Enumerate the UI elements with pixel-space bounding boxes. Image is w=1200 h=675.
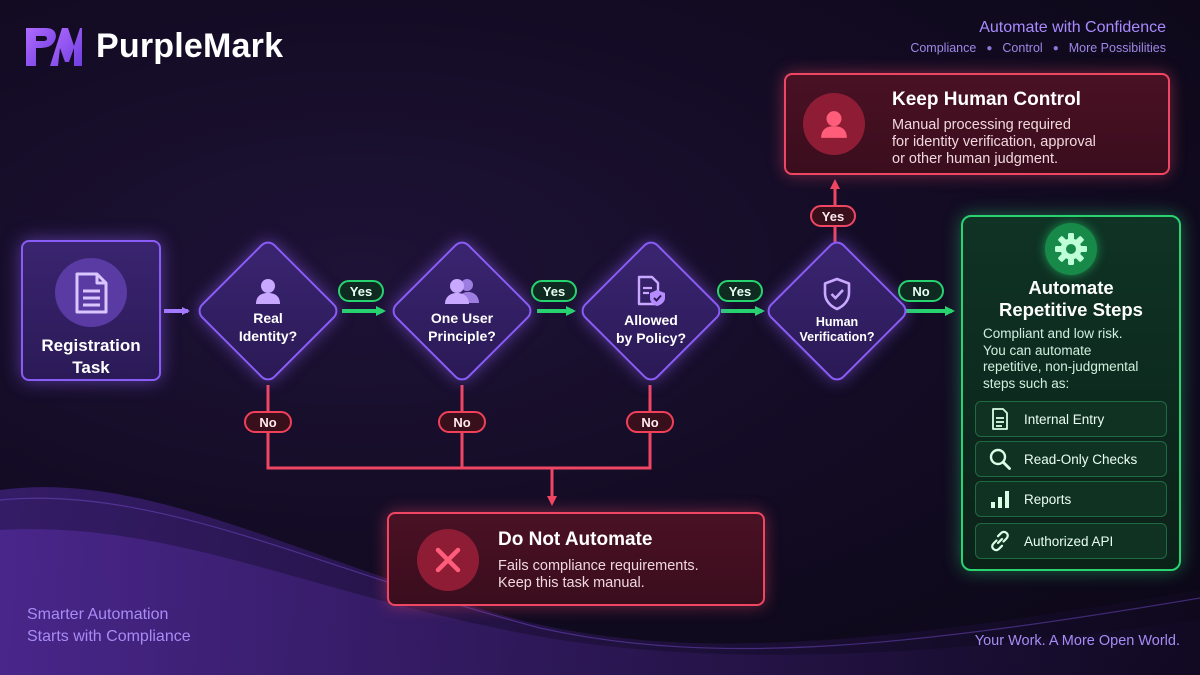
sublink-control: Control [1002,41,1043,55]
shield-check-icon [823,277,851,311]
yes-label-principle: Yes [531,280,577,302]
separator-dot: ● [1052,42,1059,54]
yes-label-policy: Yes [717,280,763,302]
gear-icon [1045,223,1097,275]
keep-human-control-desc: Manual processing required for identity … [892,117,1096,167]
policy-document-icon [637,275,665,306]
user-icon [256,279,280,304]
no-label-verification: No [898,280,944,302]
sublink-more-possibilities: More Possibilities [1068,41,1166,55]
keep-human-control-box: Keep Human Control Manual processing req… [784,73,1170,175]
do-not-automate-title: Do Not Automate [498,529,653,550]
decision-real-identity: Real Identity? [194,237,342,385]
sublink-compliance: Compliance [910,41,977,55]
footer-tagline: Your Work. A More Open World. [974,633,1180,649]
do-not-automate-box: Do Not Automate Fails compliance require… [387,512,765,606]
automate-box: Automate Repetitive Steps Compliant and … [961,215,1181,571]
yes-label-identity: Yes [338,280,384,302]
start-label: Registration Task [41,336,141,377]
automate-desc: Compliant and low risk. You can automate… [983,326,1139,391]
user-icon [803,93,865,155]
do-not-automate-desc: Fails compliance requirements. Keep this… [498,558,699,591]
brand-name: PurpleMark [96,27,284,65]
start-node-registration-task: Registration Task [21,240,161,381]
no-label-identity: No [244,411,292,433]
automate-title: Automate Repetitive Steps [999,277,1143,320]
search-icon [976,448,1024,470]
footer-slogan: Smarter Automation Starts with Complianc… [27,606,191,645]
logo-mark [26,28,82,66]
tagline: Automate with Confidence [979,19,1166,36]
users-icon [445,279,479,304]
keep-human-control-title: Keep Human Control [892,89,1081,110]
automate-item-read-only-checks: Read-Only Checks [975,441,1167,477]
link-icon [976,530,1024,552]
sublinks: Compliance ● Control ● More Possibilitie… [910,41,1166,55]
x-icon [417,529,479,591]
no-label-policy: No [626,411,674,433]
decision-human-verification: Human Verification? [763,237,911,385]
bar-chart-icon [976,489,1024,509]
no-label-principle: No [438,411,486,433]
document-icon [976,408,1024,430]
automate-item-authorized-api: Authorized API [975,523,1167,559]
separator-dot: ● [986,42,993,54]
decision-one-user-principle: One User Principle? [388,237,536,385]
decision-allowed-by-policy: Allowed by Policy? [577,237,725,385]
automate-item-reports: Reports [975,481,1167,517]
automate-item-internal-entry: Internal Entry [975,401,1167,437]
document-icon [55,258,127,327]
yes-label-verification: Yes [810,205,856,227]
